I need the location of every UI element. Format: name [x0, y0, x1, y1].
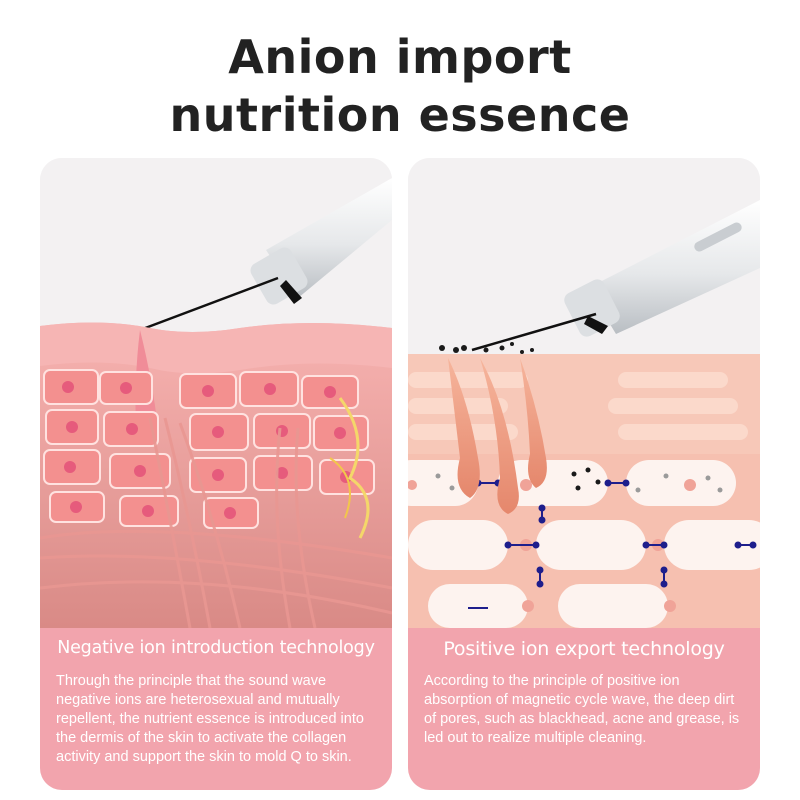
headline-line-1: Anion import — [228, 30, 572, 84]
positive-ion-title: Positive ion export technology — [443, 638, 725, 660]
negative-ion-panel: Negative ion introduction technology Thr… — [40, 158, 392, 790]
dirt-particles — [439, 342, 601, 491]
collagen-fibers — [40, 417, 392, 628]
negative-ion-caption: Negative ion introduction technology Thr… — [40, 628, 392, 790]
skin-cells — [408, 460, 760, 628]
negative-ion-title: Negative ion introduction technology — [57, 638, 375, 658]
beauty-pen-icon — [139, 178, 392, 332]
positive-ion-description: According to the principle of positive i… — [424, 673, 740, 746]
headline-line-2: nutrition essence — [169, 88, 631, 142]
negative-ion-description: Through the principle that the sound wav… — [56, 673, 364, 765]
headline: Anion import nutrition essence — [0, 28, 800, 144]
beauty-pen-icon — [471, 200, 760, 352]
positive-ion-panel: Positive ion export technology According… — [408, 158, 760, 790]
skin-cross-section-illustration — [40, 158, 392, 628]
hair-follicle-icon — [448, 358, 547, 514]
positive-ion-caption: Positive ion export technology According… — [408, 628, 760, 790]
pore-cleaning-illustration — [408, 158, 760, 628]
